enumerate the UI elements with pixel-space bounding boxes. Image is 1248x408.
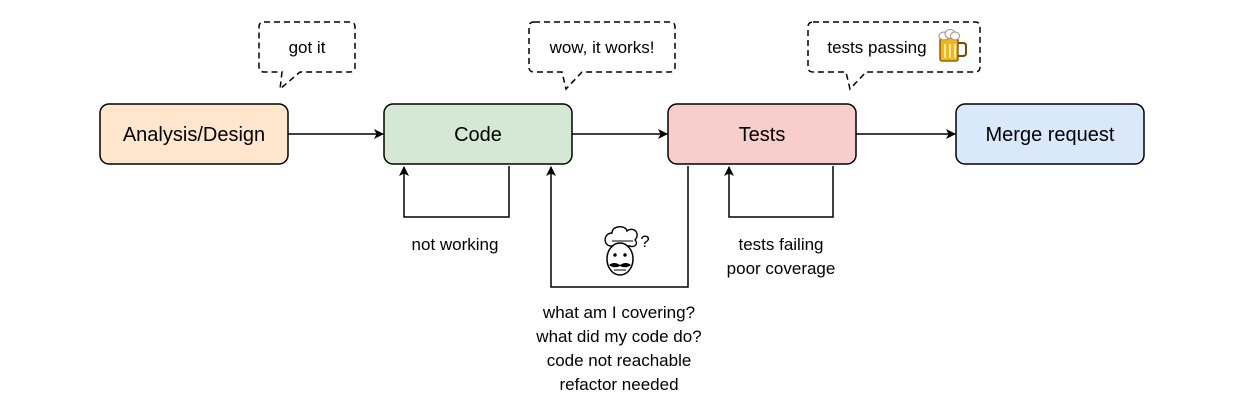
node-code: Code bbox=[383, 103, 573, 165]
callout-tests-passing: tests passing bbox=[807, 21, 981, 91]
loop-tests-back-to-code bbox=[546, 166, 689, 288]
label-poor-coverage: poor coverage bbox=[727, 259, 836, 278]
node-tests: Tests bbox=[667, 103, 857, 165]
callout-got-it-text: got it bbox=[289, 38, 326, 57]
callout-got-it: got it bbox=[258, 21, 356, 91]
issue-line: code not reachable bbox=[547, 351, 692, 370]
node-tests-label: Tests bbox=[739, 124, 786, 146]
loop-not-working bbox=[399, 166, 510, 218]
callout-wow: wow, it works! bbox=[528, 21, 676, 91]
beer-mug-icon bbox=[938, 29, 967, 62]
issue-line: what did my code do? bbox=[535, 327, 701, 346]
issue-line: refactor needed bbox=[559, 375, 678, 394]
issue-line: what am I covering? bbox=[542, 303, 695, 322]
node-merge-request-label: Merge request bbox=[986, 124, 1115, 146]
node-merge-request: Merge request bbox=[955, 103, 1145, 165]
chef-face-icon bbox=[604, 226, 638, 276]
callout-wow-text: wow, it works! bbox=[549, 38, 655, 57]
node-code-label: Code bbox=[454, 124, 502, 146]
node-analysis-design-label: Analysis/Design bbox=[123, 124, 265, 146]
label-question-mark: ? bbox=[640, 232, 649, 251]
loop-tests-failing bbox=[724, 166, 834, 218]
label-not-working: not working bbox=[412, 235, 499, 254]
label-tests-failing: tests failing bbox=[738, 235, 823, 254]
node-analysis-design: Analysis/Design bbox=[99, 103, 289, 165]
callout-tests-passing-text: tests passing bbox=[827, 38, 926, 57]
